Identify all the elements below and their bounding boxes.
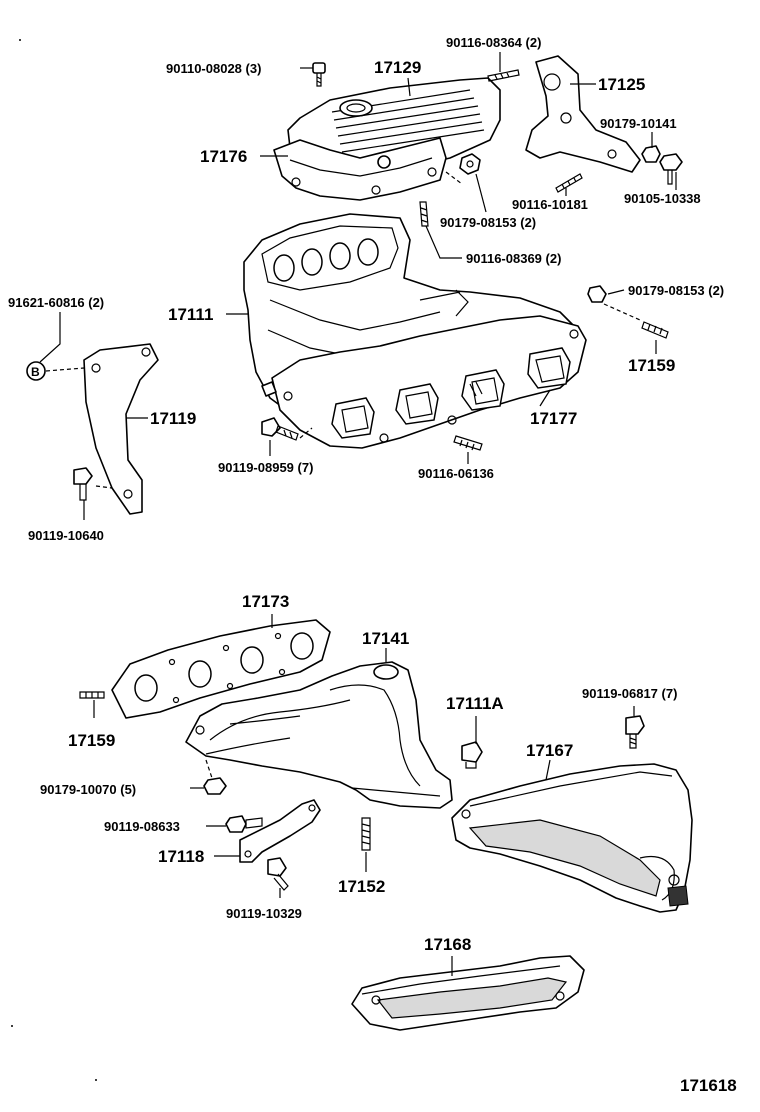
callout-90116-10181: 90116-10181 (512, 197, 588, 212)
callout-90110-08028: 90110-08028 (3) (166, 61, 261, 76)
callout-91621-60816: 91621-60816 (2) (8, 295, 104, 310)
callout-17159-upper: 17159 (628, 356, 675, 375)
callout-17111: 17111 (168, 305, 213, 324)
bolt-90119-10640 (73, 467, 93, 501)
callout-90179-08153-b: 90179-08153 (2) (628, 283, 724, 298)
callout-17119: 17119 (150, 409, 196, 428)
callout-17111a: 17111A (446, 694, 504, 713)
stud-90116-06136 (453, 435, 483, 451)
nut-90179-10070 (203, 777, 227, 795)
stay-17119 (83, 343, 159, 515)
callout-90179-08153-a: 90179-08153 (2) (440, 215, 536, 230)
stud-17152 (361, 817, 371, 851)
gasket-17173 (111, 619, 331, 719)
gasket-17177 (469, 381, 483, 397)
callout-17125: 17125 (598, 75, 645, 94)
callout-17129: 17129 (374, 58, 421, 77)
figure-number: 171618 (680, 1076, 737, 1095)
leader-lines (39, 52, 677, 976)
nut-90179-10141 (641, 145, 661, 163)
callout-17167: 17167 (526, 741, 573, 760)
callout-90179-10070: 90179-10070 (5) (40, 782, 136, 797)
bolt-90110-08028 (312, 62, 326, 87)
callout-17152: 17152 (338, 877, 385, 896)
nut-90179-08153-upper (459, 153, 481, 175)
bracket-17118 (239, 799, 321, 863)
callout-17168: 17168 (424, 935, 471, 954)
callout-17159-lower: 17159 (68, 731, 115, 750)
callout-90105-10338: 90105-10338 (624, 191, 701, 206)
callout-17141: 17141 (362, 629, 409, 648)
marker-b-91621-60816: B (26, 361, 46, 381)
nut-90179-08153-right (587, 285, 607, 303)
part-exhaust-manifold-17141 (185, 661, 453, 809)
callout-17176: 17176 (200, 147, 247, 166)
stud-90116-08364 (487, 69, 520, 82)
bolt-90119-10329 (267, 857, 289, 891)
heat-insulator-17168 (351, 955, 585, 1031)
stud-90116-10181 (555, 173, 583, 193)
bolt-90105-10338 (659, 153, 683, 185)
heat-insulator-17167 (451, 763, 693, 913)
stud-17159-lower (79, 691, 105, 699)
stud-90116-08369 (419, 201, 429, 227)
callout-labels: 90110-08028 (3) 17129 90116-08364 (2) 17… (8, 35, 737, 1095)
bolt-90119-08959 (261, 417, 299, 441)
callout-90119-10640: 90119-10640 (28, 528, 104, 543)
callout-90116-08364: 90116-08364 (2) (446, 35, 541, 50)
part-intake-chamber-17129 (273, 77, 501, 201)
callout-90116-06136: 90116-06136 (418, 466, 494, 481)
bolt-90119-08633 (225, 815, 263, 833)
callout-90119-08633: 90119-08633 (104, 819, 180, 834)
callout-90179-10141: 90179-10141 (600, 116, 677, 131)
callout-90119-06817: 90119-06817 (7) (582, 686, 677, 701)
bracket-17125 (525, 55, 641, 173)
callout-90119-10329: 90119-10329 (226, 906, 302, 921)
bolt-90119-06817 (625, 715, 645, 749)
callout-90116-08369: 90116-08369 (2) (466, 251, 561, 266)
callout-90119-08959: 90119-08959 (7) (218, 460, 313, 475)
callout-17118: 17118 (158, 847, 204, 866)
callout-17177: 17177 (530, 409, 577, 428)
marker-letter: B (31, 365, 40, 379)
stud-17159-upper (641, 321, 669, 339)
stud-17111a (461, 741, 483, 769)
callout-17173: 17173 (242, 592, 289, 611)
scan-specks (11, 39, 97, 1081)
part-intake-manifold-17111 (243, 213, 587, 449)
